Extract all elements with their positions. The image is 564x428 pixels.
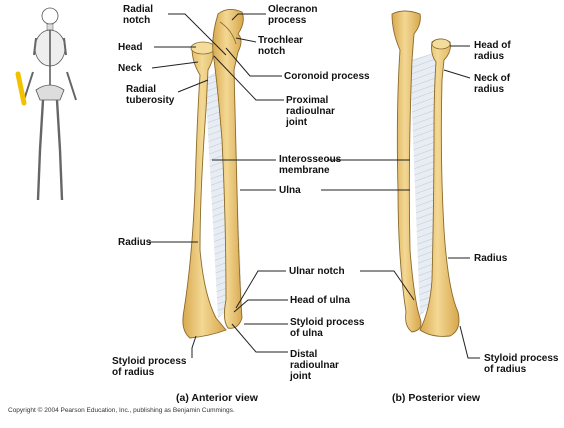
label-ulnar-notch: Ulnar notch (289, 266, 345, 277)
interosseous-membrane-posterior (410, 52, 438, 316)
ulna-bone-anterior (212, 9, 244, 329)
label-radius-posterior: Radius (474, 253, 508, 264)
ulna-bone-posterior (391, 10, 422, 333)
leader-lines (149, 13, 480, 359)
radius-bone-anterior (182, 42, 227, 339)
anterior-view-illustration (182, 9, 244, 339)
label-styloid-process-ulna: Styloid process of ulna (290, 317, 365, 339)
label-styloid-process-radius-posterior: Styloid process of radius (484, 353, 559, 375)
label-radius-anterior: Radius (118, 237, 152, 248)
copyright-notice: Copyright © 2004 Pearson Education, Inc.… (8, 407, 235, 414)
label-head-of-radius: Head of radius (474, 40, 511, 62)
skeleton-thumbnail (15, 7, 77, 201)
label-neck: Neck (118, 63, 142, 74)
label-radial-notch: Radial notch (123, 4, 154, 26)
label-olecranon-process: Olecranon process (268, 4, 318, 26)
posterior-view-title: (b) Posterior view (392, 392, 481, 404)
label-head: Head (118, 42, 143, 53)
anterior-view-title: (a) Anterior view (176, 392, 258, 404)
label-interosseous-membrane: Interosseous membrane (279, 154, 342, 176)
label-trochlear-notch: Trochlear notch (258, 35, 304, 57)
label-neck-of-radius: Neck of radius (474, 73, 511, 95)
label-coronoid-process: Coronoid process (284, 71, 370, 82)
label-styloid-process-radius-anterior: Styloid process of radius (112, 356, 187, 378)
label-proximal-radioulnar-joint: Proximal radioulnar joint (286, 95, 335, 128)
radius-bone-posterior (419, 38, 460, 337)
highlighted-forearm (15, 71, 27, 106)
label-head-of-ulna: Head of ulna (290, 295, 351, 306)
label-distal-radioulnar-joint: Distal radioulnar joint (290, 349, 339, 382)
posterior-view-illustration (391, 10, 460, 337)
label-radial-tuberosity: Radial tuberosity (126, 84, 175, 106)
label-ulna: Ulna (279, 185, 301, 196)
